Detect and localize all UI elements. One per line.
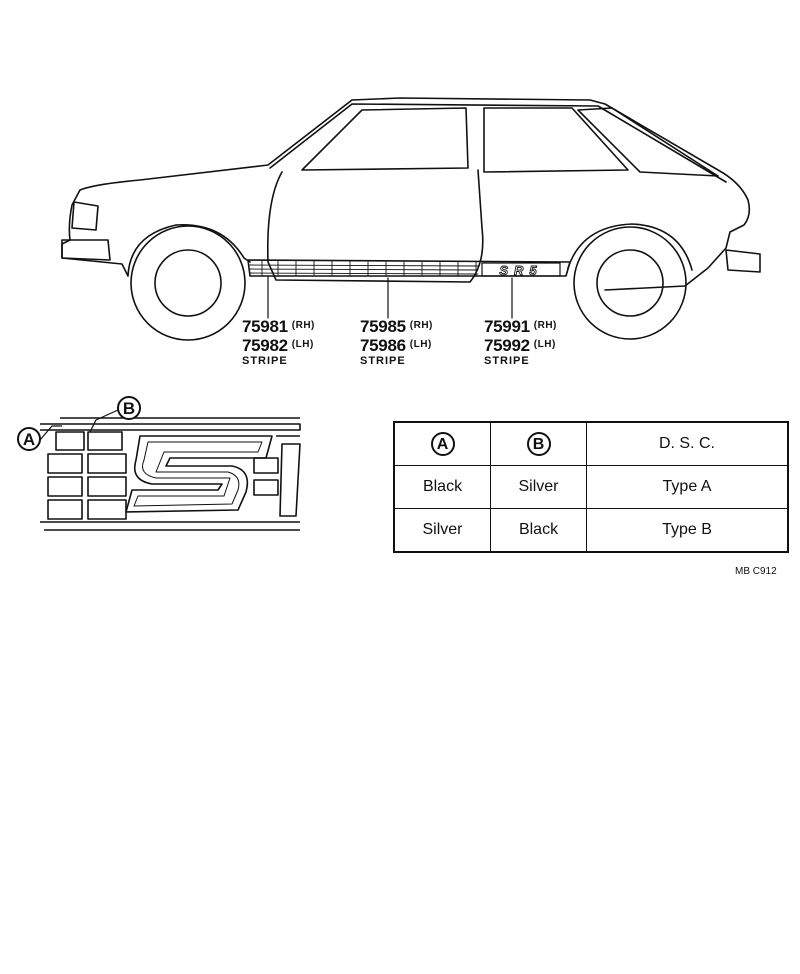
detail-lower-band [40,521,300,531]
stripe-badge-box [481,262,561,277]
detail-cell [47,499,83,520]
side-label: (LH) [533,339,556,350]
side-label: (RH) [291,320,315,331]
front-wheel-inner [154,249,222,317]
part-number: 75992 [484,336,530,355]
table-header-row: A B D. S. C. [393,421,789,466]
stripe-badge-text: SR5 [499,263,542,278]
table-row: Silver Black Type B [393,508,789,553]
table-cell: Black [393,465,491,509]
table-row: Black Silver Type A [393,465,789,509]
stripe-grid [249,260,479,277]
side-label: (LH) [291,339,314,350]
part-kind: STRIPE [360,355,406,367]
part-number: 75985 [360,317,406,336]
detail-cell [253,479,279,496]
detail-cell [87,453,127,474]
car-roof-line [269,103,727,183]
marker-a: A [430,432,455,456]
side-label: (RH) [409,320,433,331]
part-number: 75991 [484,317,530,336]
headlight [71,201,99,231]
door-outline [266,169,484,283]
part-number: 75982 [242,336,288,355]
table-cell: Black [490,508,587,553]
rocker-stripe-band [247,259,571,277]
table-cell: Silver [490,465,587,509]
detail-cell [47,476,83,497]
detail-s-letter-inner [133,441,263,507]
callout-stripe-rear: 75991(RH) 75992(LH) STRIPE [484,318,557,367]
part-number: 75981 [242,317,288,336]
marker-b: B [117,396,141,420]
reference-code: MB C912 [735,566,777,577]
detail-cell [87,431,123,451]
header-cell-a: A [393,421,491,466]
header-cell-dsc: D. S. C. [586,421,789,466]
rear-wheel-outer [573,226,687,340]
stripe-detail-view [39,409,301,531]
detail-cell [253,457,279,474]
window-front [301,107,469,171]
part-number: 75986 [360,336,406,355]
table-cell: Type B [586,508,789,553]
part-kind: STRIPE [242,355,288,367]
detail-cell [47,453,83,474]
detail-s-letter [125,435,273,513]
header-cell-b: B [490,421,587,466]
window-rear [483,107,629,173]
table-cell: Silver [393,508,491,553]
callout-stripe-center: 75985(RH) 75986(LH) STRIPE [360,318,433,367]
side-label: (RH) [533,320,557,331]
rear-arch [567,223,693,271]
side-label: (LH) [409,339,432,350]
detail-cell [87,476,127,497]
window-quarter [577,107,719,177]
marker-b: B [526,432,551,456]
detail-top-band [40,423,301,431]
marker-a: A [17,427,41,451]
detail-cell [87,499,127,520]
detail-t-letter [276,435,301,517]
table-cell: Type A [586,465,789,509]
front-bumper [61,239,111,261]
rear-bumper [725,249,761,273]
color-code-table: A B D. S. C. Black Silver Type A Silver … [393,421,789,553]
marker-leader-a [39,425,62,441]
rear-wheel-inner [596,249,664,317]
marker-leader-b [89,409,119,433]
car-side-view [61,97,761,341]
part-kind: STRIPE [484,355,530,367]
front-wheel-outer [130,225,246,341]
callout-stripe-front: 75981(RH) 75982(LH) STRIPE [242,318,315,367]
detail-cell [55,431,85,451]
